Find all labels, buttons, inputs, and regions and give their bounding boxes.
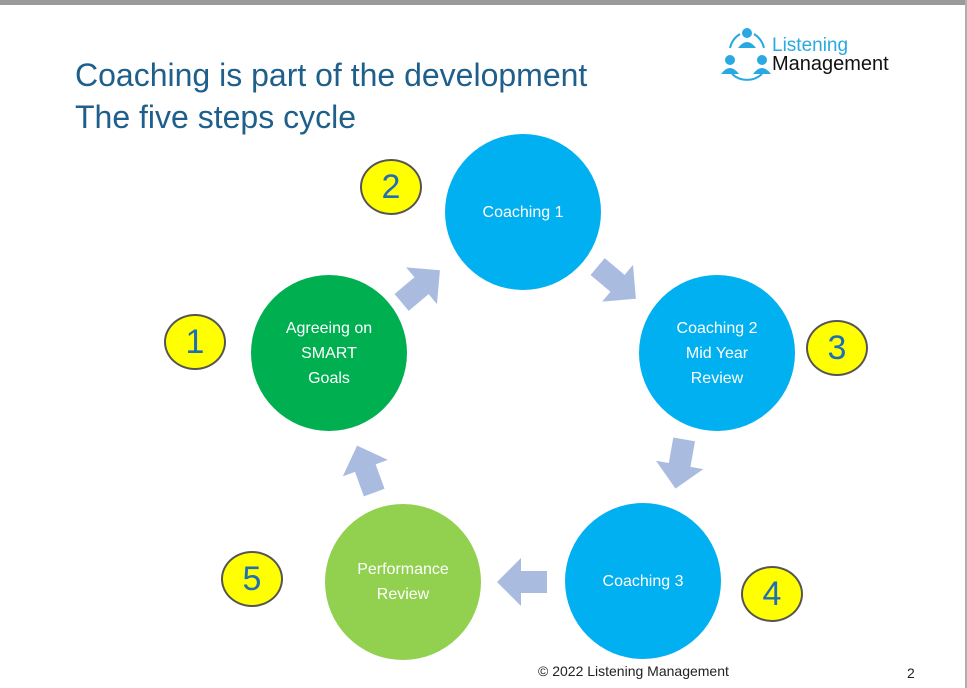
step-number-badge-4: 4: [741, 566, 803, 622]
logo: Listening Management: [718, 26, 908, 81]
arrow-4-to-5: [497, 558, 547, 606]
step-circle-agreeing-goals: Agreeing on SMART Goals: [251, 275, 407, 431]
title-line-2: The five steps cycle: [75, 99, 356, 135]
step-circle-coaching-1: Coaching 1: [445, 134, 601, 290]
title-line-1: Coaching is part of the development: [75, 57, 588, 93]
logo-text-listening: Listening: [772, 35, 849, 56]
step-number-badge-3: 3: [806, 320, 868, 376]
right-border: [965, 0, 967, 688]
top-border: [0, 0, 967, 5]
step-circle-coaching-2: Coaching 2 Mid Year Review: [639, 275, 795, 431]
step-number-badge-5: 5: [221, 551, 283, 607]
slide-title: Coaching is part of the development The …: [75, 54, 587, 138]
people-circle-icon: [721, 28, 771, 81]
copyright-footer: © 2022 Listening Management: [538, 663, 729, 679]
arrow-3-to-4: [651, 435, 708, 493]
arrow-1-to-2: [386, 251, 456, 321]
logo-text-management: Management: [772, 53, 889, 75]
arrow-2-to-3: [582, 248, 652, 318]
step-number-badge-2: 2: [360, 159, 422, 215]
arrow-5-to-1: [334, 437, 397, 501]
page-number: 2: [907, 665, 915, 681]
step-circle-coaching-3: Coaching 3: [565, 503, 721, 659]
step-circle-performance-review: Performance Review: [325, 504, 481, 660]
step-number-badge-1: 1: [164, 314, 226, 370]
